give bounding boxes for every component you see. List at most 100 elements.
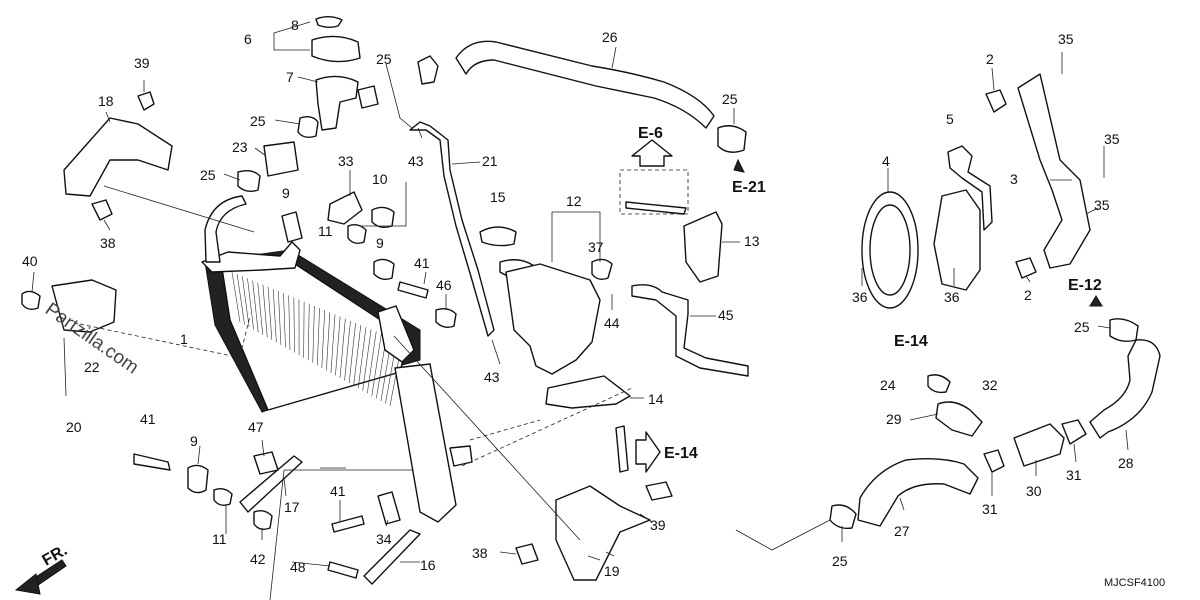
label-36-a: 36	[852, 289, 868, 305]
radiator-fin	[326, 312, 331, 371]
front-arrow-head	[14, 573, 41, 595]
label-31-b: 31	[982, 501, 998, 517]
label-2-a: 2	[986, 51, 994, 67]
radiator-fin	[316, 308, 320, 366]
label-35-c: 35	[1094, 197, 1110, 213]
label-19: 19	[604, 563, 620, 579]
label-13: 13	[744, 233, 760, 249]
ref-e21: E-21	[732, 179, 766, 196]
diagram-code: MJCSF4100	[1104, 577, 1165, 589]
label-27: 27	[894, 523, 910, 539]
label-3: 3	[1010, 171, 1018, 187]
screw-38b	[515, 543, 539, 565]
label-10: 10	[372, 171, 388, 187]
label-35-b: 35	[1104, 131, 1120, 147]
lower-hose-group	[829, 318, 1161, 530]
radiator-side-tank	[394, 363, 457, 523]
ref-e6: E-6	[638, 125, 663, 142]
label-33: 33	[338, 153, 354, 169]
hose-29	[935, 401, 983, 437]
label-43-a: 43	[408, 153, 424, 169]
label-38-a: 38	[100, 235, 116, 251]
radiator-fin	[272, 288, 277, 343]
nut-40	[21, 290, 41, 311]
pipe-30	[1013, 423, 1065, 467]
bolt-e14	[615, 425, 629, 473]
label-25-f: 25	[832, 553, 848, 569]
fan-bracket-3	[1017, 73, 1091, 269]
clip-33	[327, 191, 363, 225]
label-12: 12	[566, 193, 582, 209]
clamp-24	[927, 374, 951, 394]
bolt-41	[133, 453, 171, 471]
radiator-fin	[330, 314, 336, 373]
label-25-e: 25	[1074, 319, 1090, 335]
radiator-fin	[312, 305, 315, 363]
reserve-tank-group	[479, 211, 749, 473]
reserve-tank-12	[505, 263, 601, 375]
ref-arrow-e14	[635, 431, 661, 473]
clamp-25f	[829, 504, 857, 530]
radiator-fin	[267, 286, 273, 340]
radiator-assembly	[201, 195, 473, 523]
radiator-fin	[321, 310, 326, 368]
screw-38a	[91, 199, 113, 221]
grommet-9b	[373, 258, 395, 281]
label-2-b: 2	[1024, 287, 1032, 303]
radiator-top-tank	[201, 241, 301, 273]
ref-arrow-e6	[631, 139, 673, 167]
label-41-a: 41	[414, 255, 430, 271]
nut-42	[253, 509, 273, 531]
fan-motor-5	[933, 189, 981, 291]
cover-20	[51, 279, 117, 333]
radiator-cap-6	[311, 35, 361, 63]
bracket-13	[683, 211, 723, 283]
radiator-fin	[371, 333, 382, 396]
radiator-fin	[257, 282, 264, 335]
label-9-a: 9	[282, 185, 290, 201]
label-26: 26	[602, 29, 618, 45]
bracket-14	[545, 375, 631, 409]
label-32: 32	[982, 377, 998, 393]
radiator-fin	[293, 297, 295, 353]
screw-39b	[645, 481, 673, 501]
label-34: 34	[376, 531, 392, 547]
gasket-8	[315, 16, 343, 28]
label-40: 40	[22, 253, 38, 269]
grommet-37	[591, 258, 613, 281]
filler-neck-group	[237, 16, 747, 337]
radiator-fin	[252, 280, 259, 333]
label-14: 14	[648, 391, 664, 407]
radiator-fin	[335, 316, 341, 376]
radiator-fin	[283, 293, 286, 348]
label-36-b: 36	[944, 289, 960, 305]
label-22: 22	[84, 359, 100, 375]
label-25-a: 25	[376, 51, 392, 67]
radiator-fin	[242, 276, 250, 328]
grommet-9a	[281, 211, 303, 243]
stay-16	[363, 529, 421, 585]
clip-2b	[1015, 257, 1037, 279]
label-9-b: 9	[376, 235, 384, 251]
label-24: 24	[880, 377, 896, 393]
label-30: 30	[1026, 483, 1042, 499]
radiator-fin	[339, 318, 346, 379]
label-16: 16	[420, 557, 436, 573]
grommet-10	[371, 206, 395, 229]
radiator-fin	[366, 331, 377, 394]
radiator-fin	[344, 320, 351, 381]
left-parts-group	[21, 91, 687, 585]
radiator-fin	[231, 271, 241, 323]
filler-neck-outlet	[357, 85, 379, 109]
label-18: 18	[98, 93, 114, 109]
ref-e14-a: E-14	[894, 333, 928, 350]
radiator-fin	[247, 278, 254, 330]
collar-11b	[213, 487, 233, 507]
bolt-41b	[331, 515, 365, 533]
bolt-46	[435, 307, 457, 329]
hose-45	[631, 284, 749, 377]
reserve-tank-cap-15	[479, 226, 517, 247]
fan-motor-wire	[947, 145, 993, 231]
